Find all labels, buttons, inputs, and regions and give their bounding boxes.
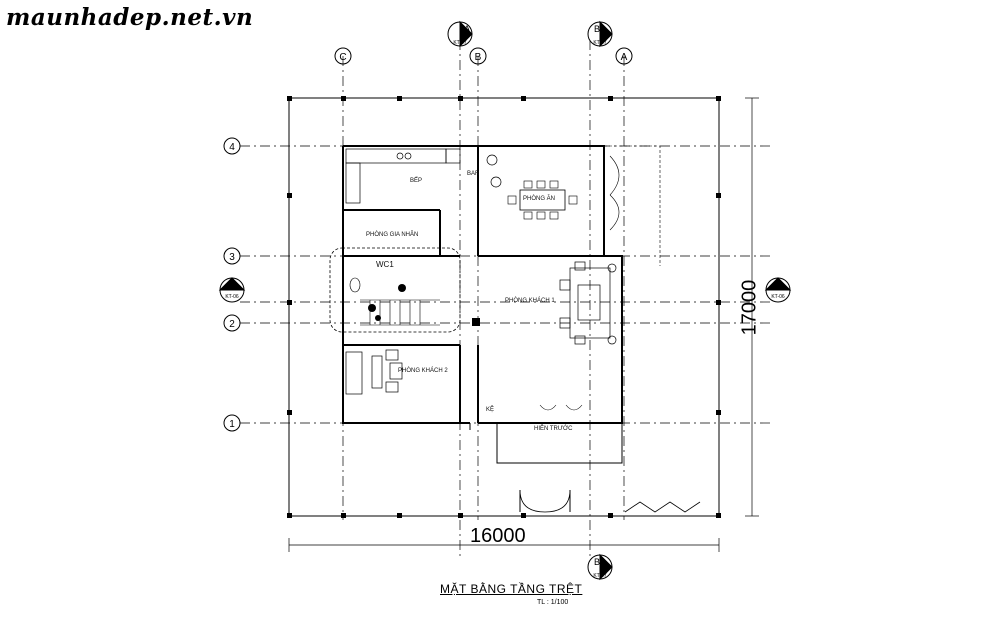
elev-ref-left: KT-06	[225, 294, 239, 300]
section-ref-b-bottom: KT-07	[593, 573, 607, 579]
section-ref-a: KT-07	[453, 40, 467, 46]
column-posts	[287, 96, 721, 518]
room-family: PHÒNG GIA NHÂN	[366, 232, 419, 238]
section-a-label: A	[464, 24, 470, 34]
elev-ref-right: KT-06	[771, 294, 785, 300]
grid-row-4: 4	[229, 142, 235, 153]
grid-col-a: A	[621, 52, 628, 63]
terrace-outline	[288, 97, 720, 517]
elev-num-right: 1	[775, 280, 780, 290]
elev-num-left: 1	[229, 280, 234, 290]
room-dining: PHÒNG ĂN	[523, 196, 556, 202]
section-b-label-bottom: B	[594, 557, 600, 567]
drawing-title: MẶT BẰNG TẦNG TRỆT	[440, 582, 583, 596]
section-marker-a-top	[459, 20, 473, 48]
grid-row-1: 1	[229, 419, 235, 430]
grid-bubble-row	[223, 137, 241, 155]
grid-col-b: B	[475, 52, 482, 63]
dining-table	[519, 189, 566, 211]
width-dimension: 16000	[470, 525, 526, 547]
grid-row-2: 2	[229, 319, 235, 330]
drawing-scale: TL : 1/100	[537, 599, 569, 606]
section-b-label: B	[594, 24, 600, 34]
label-shelf: KỆ	[486, 407, 495, 413]
section-marker-b-bottom	[599, 553, 613, 581]
room-porch: HIÊN TRƯỚC	[534, 426, 573, 432]
sofa-living-2	[345, 351, 363, 395]
house-wall	[343, 145, 623, 424]
room-wc: WC1	[376, 260, 394, 269]
room-living-1: PHÒNG KHÁCH 1	[505, 298, 555, 304]
wc-stair-zone	[329, 247, 461, 333]
elevation-marker-left	[218, 277, 246, 291]
watermark-text: maunhadep.net.vn	[6, 4, 254, 31]
room-kitchen: BẾP	[410, 178, 423, 184]
section-marker-b-top	[599, 20, 613, 48]
label-bar: BAR	[467, 171, 480, 177]
sofa-living-1	[569, 267, 611, 339]
elevation-marker-right	[764, 277, 792, 291]
section-ref-b: KT-07	[593, 40, 607, 46]
grid-bubble-col	[334, 47, 352, 65]
grid-row-3: 3	[229, 252, 235, 263]
height-dimension: 17000	[738, 279, 761, 336]
grid-col-c: C	[339, 52, 346, 63]
room-living-2: PHÒNG KHÁCH 2	[398, 368, 448, 374]
